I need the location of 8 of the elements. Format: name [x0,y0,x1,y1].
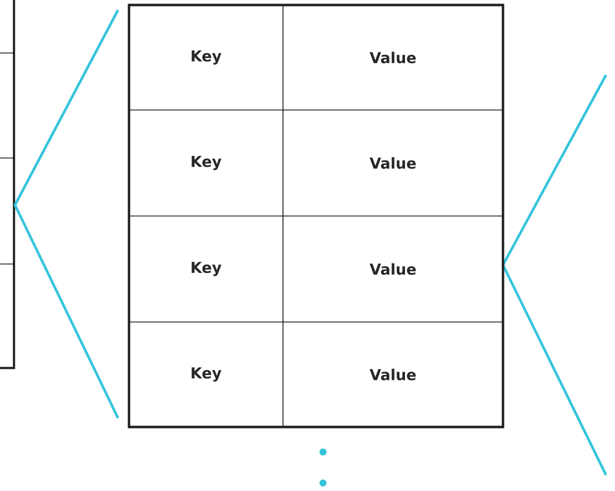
table-cell-text: Key [192,367,222,382]
table-cell-text: Key [192,50,222,65]
table-cell-text: Value [370,263,416,275]
table-cell-text: Key [192,156,222,170]
table-cell-text: Key [192,262,222,276]
table-cell-text: Value [370,52,416,64]
table-cell-text: Value [370,157,416,169]
table-cell-text: Value [370,368,416,380]
